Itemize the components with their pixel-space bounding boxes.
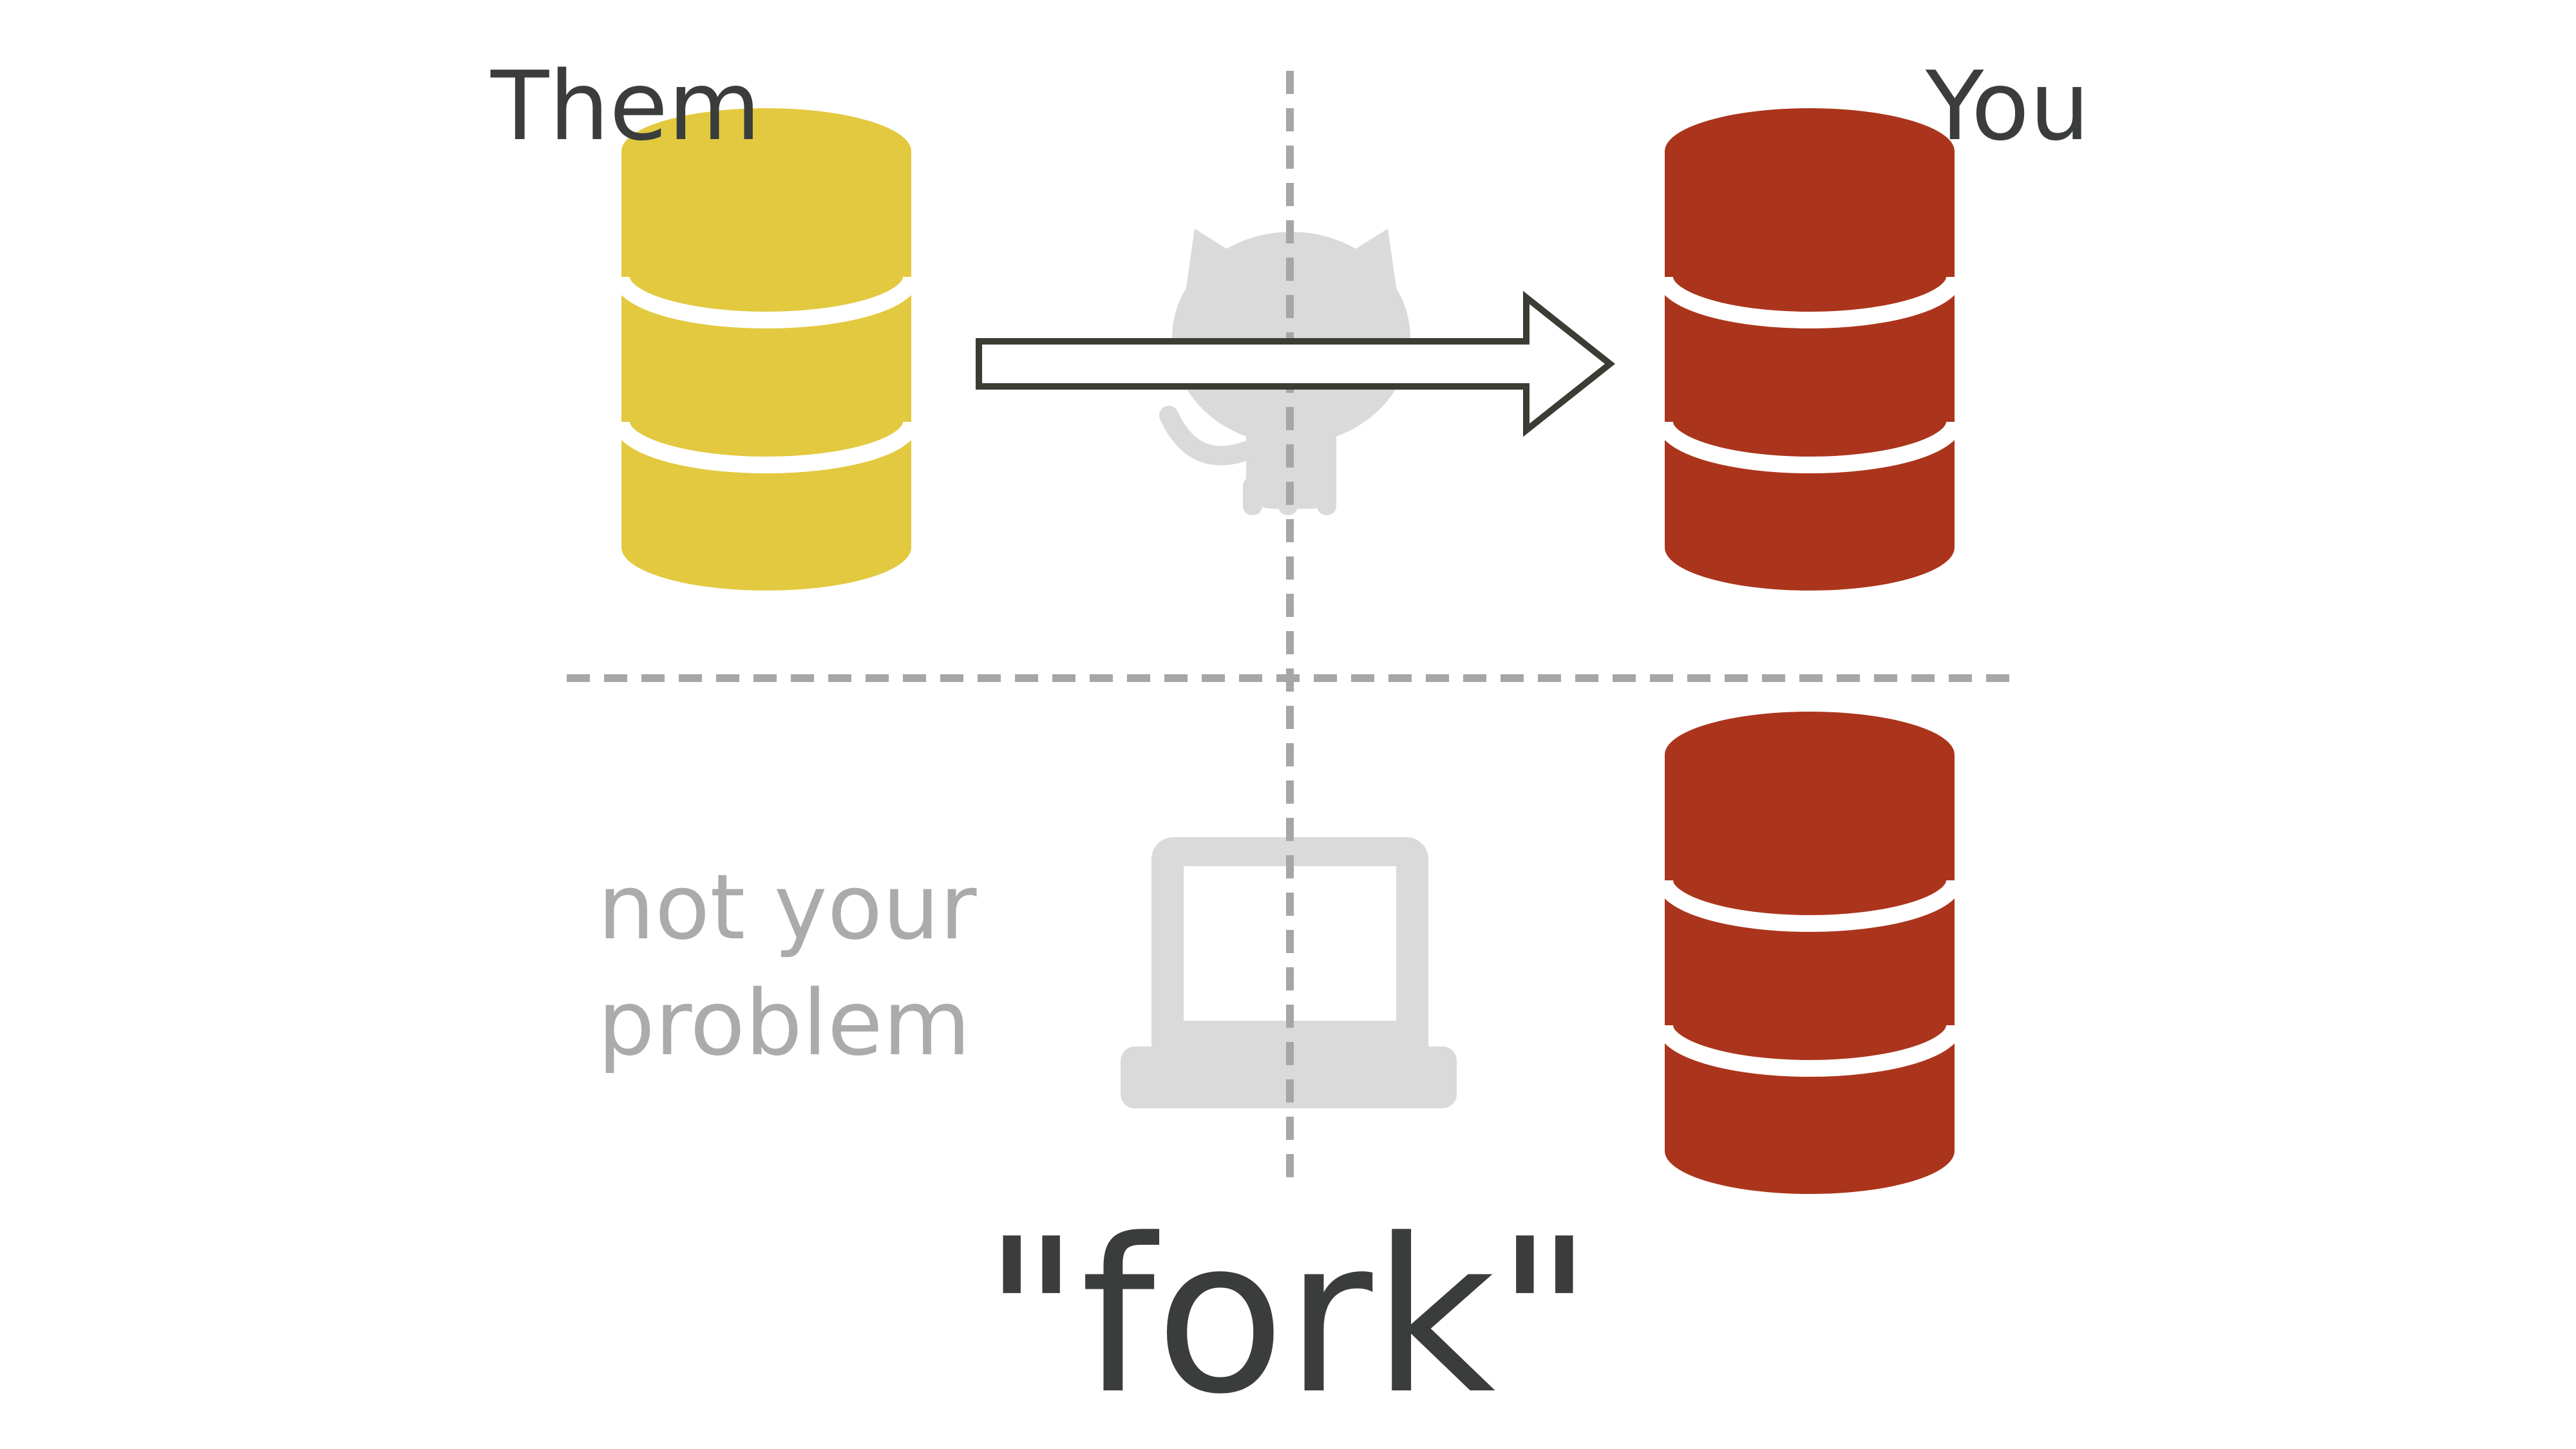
them-remote-repo-icon (613, 108, 920, 591)
note-line-1: not your (598, 855, 977, 960)
them-column-label: Them (491, 51, 761, 162)
you-local-repo-icon (1656, 712, 1963, 1194)
fork-caption: "fork" (982, 1193, 1594, 1441)
laptop-icon (1121, 837, 1457, 1108)
note-line-2: problem (598, 971, 971, 1076)
you-column-label: You (1926, 51, 2090, 162)
fork-arrow-icon (976, 290, 1616, 437)
not-your-problem-note: not your problem (598, 850, 977, 1082)
you-remote-repo-icon (1656, 108, 1963, 591)
